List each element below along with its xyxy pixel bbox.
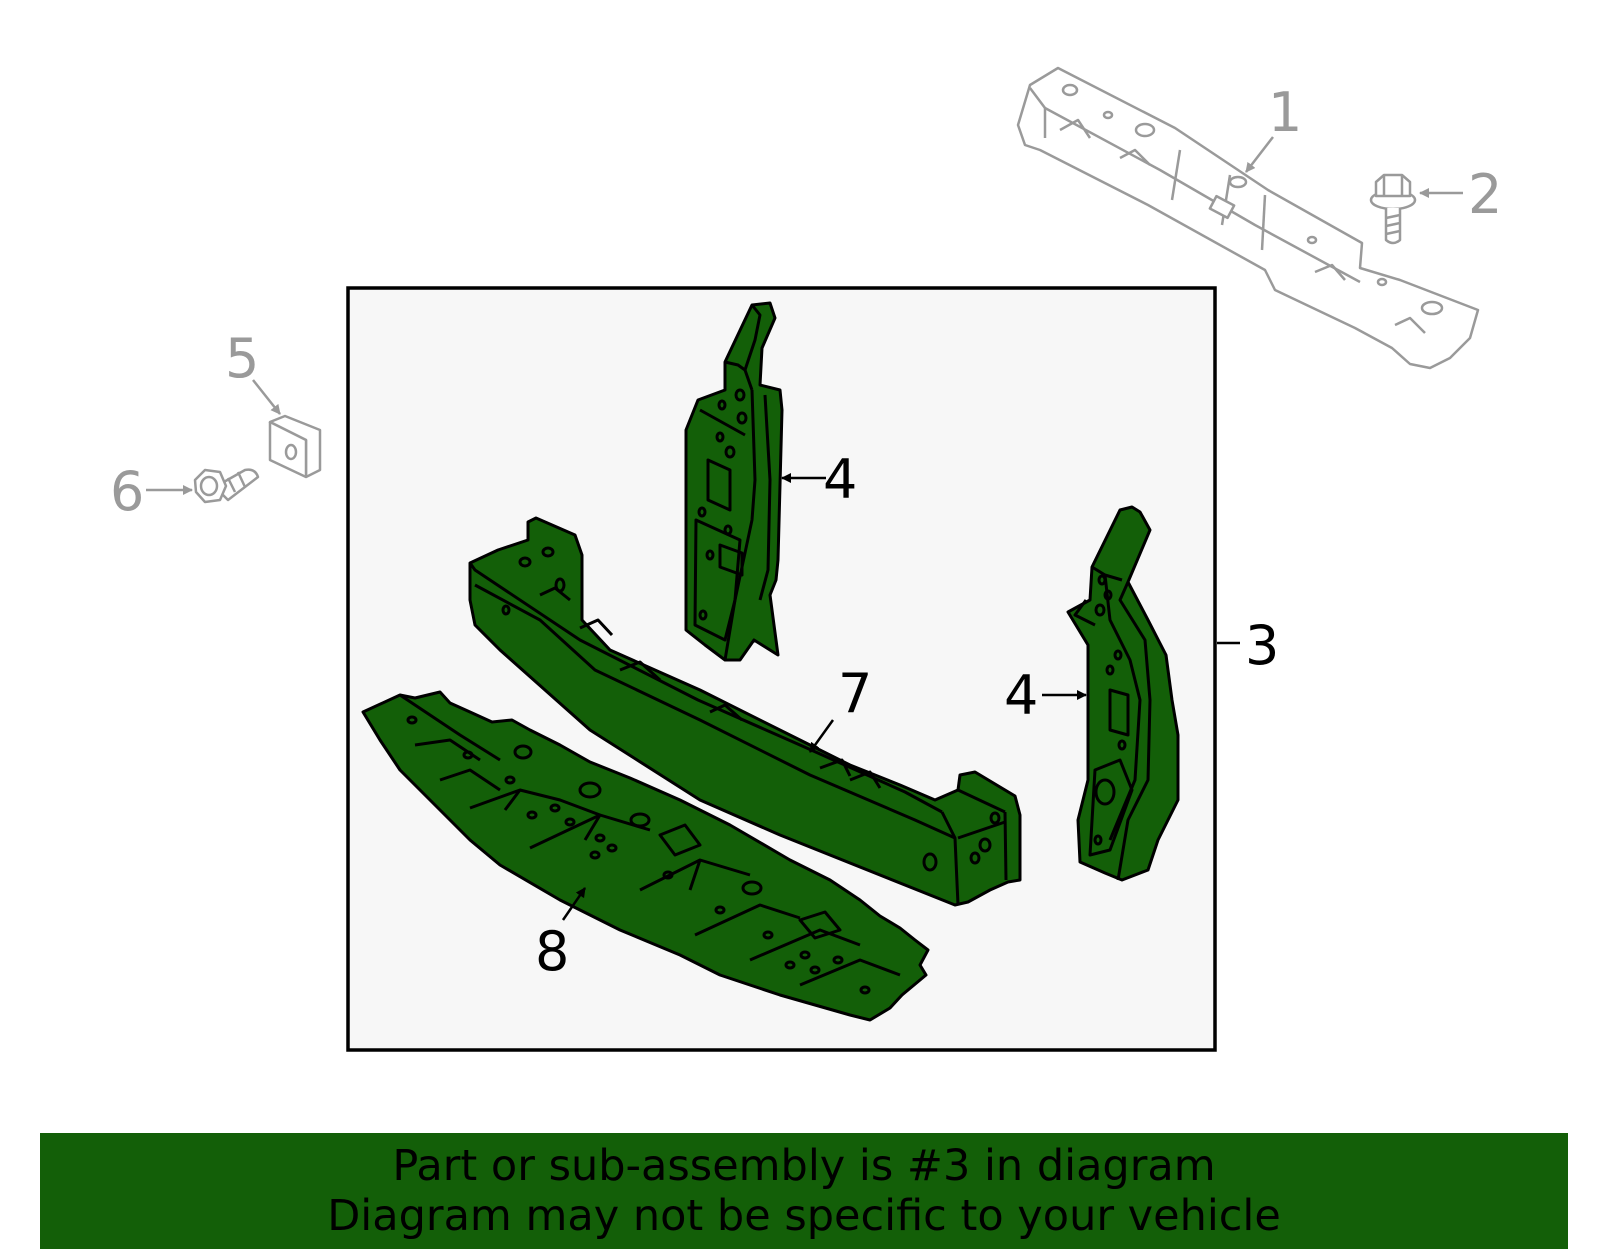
part-8-deflector: [361, 690, 930, 1022]
banner-line-2: Diagram may not be specific to your vehi…: [327, 1191, 1281, 1241]
leader-8: [561, 887, 587, 921]
part-7-lower-tie-bar: [468, 516, 1022, 907]
part-6-bolt: [193, 468, 260, 504]
callout-7: 7: [838, 662, 872, 725]
leader-7: [808, 719, 835, 753]
banner-line-1: Part or sub-assembly is #3 in diagram: [392, 1141, 1216, 1191]
part-2-bolt: [1369, 173, 1417, 245]
callout-5: 5: [225, 327, 259, 390]
callout-4-lower: 4: [1004, 664, 1038, 727]
leader-1: [1245, 136, 1274, 173]
callout-2: 2: [1468, 163, 1502, 226]
callout-4-upper: 4: [823, 448, 857, 511]
leader-lines: [146, 136, 1463, 921]
part-5-clip-nut: [268, 414, 322, 479]
callout-1: 1: [1268, 81, 1302, 144]
part-1-upper-support-bar: [1016, 66, 1480, 370]
part-4-left-upright: [684, 301, 784, 662]
callout-6: 6: [110, 460, 144, 523]
callout-3: 3: [1245, 614, 1279, 677]
leader-5: [252, 379, 281, 415]
info-banner: Part or sub-assembly is #3 in diagram Di…: [40, 1133, 1568, 1249]
callout-8: 8: [535, 920, 569, 983]
part-4-right-upright: [1066, 505, 1180, 882]
